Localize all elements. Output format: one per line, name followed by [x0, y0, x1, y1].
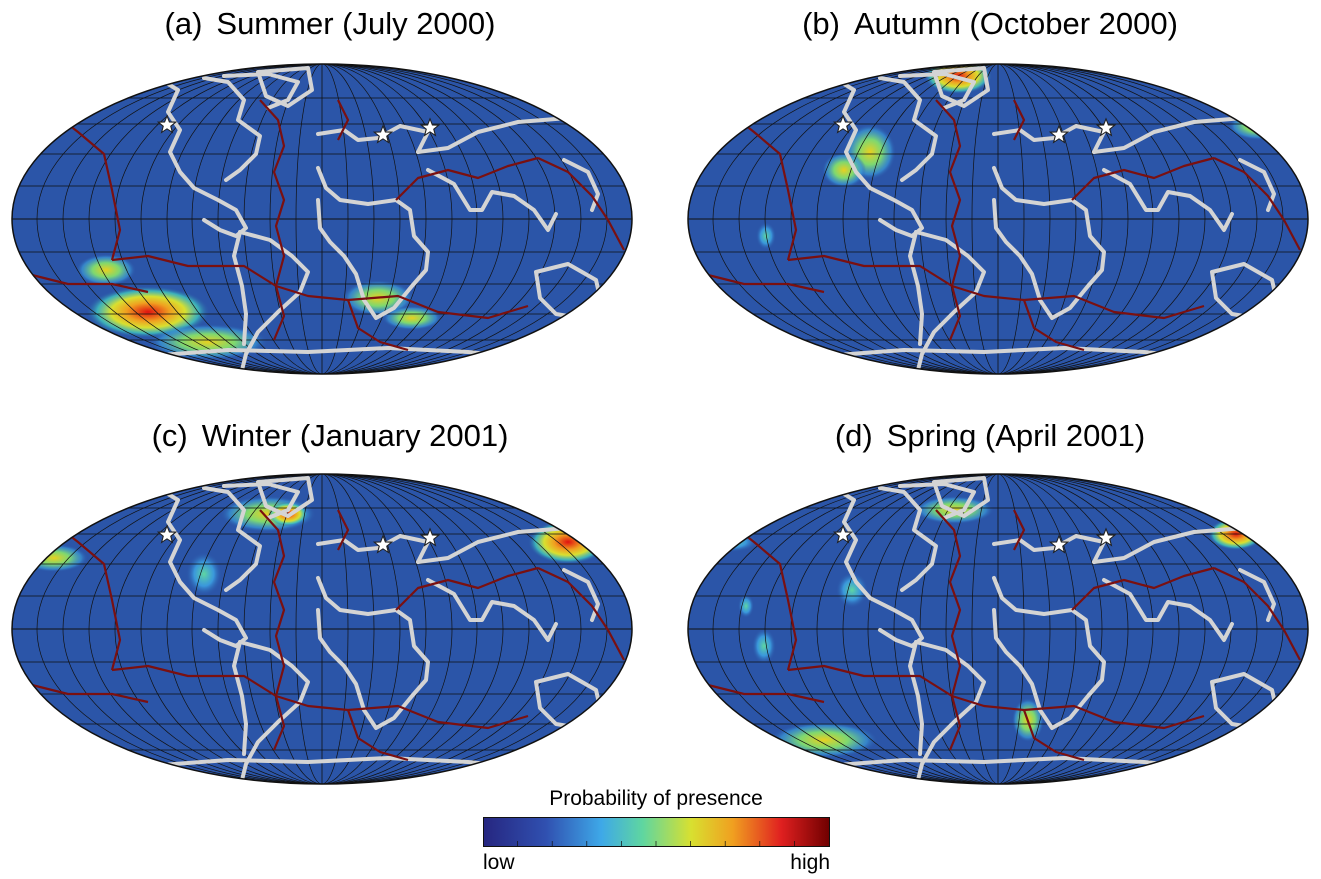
hotspot: [186, 552, 222, 596]
colorbar-ticks: [517, 841, 795, 847]
map-border: [687, 63, 1309, 375]
hotspot: [382, 306, 442, 330]
hotspot: [148, 324, 268, 360]
panel-a-tag: (a): [164, 6, 203, 41]
panel-d-title: (d) Spring (April 2001): [660, 416, 1320, 456]
legend-low-label: low: [483, 851, 515, 874]
hotspot: [86, 286, 210, 338]
hotspot: [20, 544, 88, 572]
map-winter: [11, 473, 633, 785]
colorbar: [483, 817, 830, 847]
hotspot: [1228, 112, 1288, 140]
map-border: [11, 63, 633, 375]
legend-high-label: high: [790, 851, 830, 874]
panel-c-label: Winter (January 2001): [201, 418, 509, 453]
panel-a-title: (a) Summer (July 2000): [0, 4, 660, 44]
panel-c-tag: (c): [151, 418, 188, 453]
map-summer: [11, 63, 633, 375]
panel-b-label: Autumn (October 2000): [853, 6, 1178, 41]
panel-b-title: (b) Autumn (October 2000): [660, 4, 1320, 44]
map-border: [11, 473, 633, 785]
legend-title: Probability of presence: [549, 787, 763, 810]
panel-d-label: Spring (April 2001): [886, 418, 1146, 453]
panel-c-title: (c) Winter (January 2001): [0, 416, 660, 456]
map-border: [687, 473, 1309, 785]
hotspot: [706, 112, 750, 132]
colorbar-gradient: [483, 817, 830, 847]
panel-a-label: Summer (July 2000): [216, 6, 496, 41]
map-spring: [687, 473, 1309, 785]
hotspot: [738, 594, 754, 618]
hotspot: [836, 572, 868, 608]
hotspot: [770, 722, 878, 758]
map-autumn: [687, 63, 1309, 375]
panel-d-tag: (d): [834, 418, 873, 453]
hotspot: [752, 628, 776, 664]
hotspot: [76, 254, 136, 286]
hotspot: [822, 152, 866, 188]
panel-b-tag: (b): [802, 6, 840, 41]
hotspot: [756, 222, 776, 250]
